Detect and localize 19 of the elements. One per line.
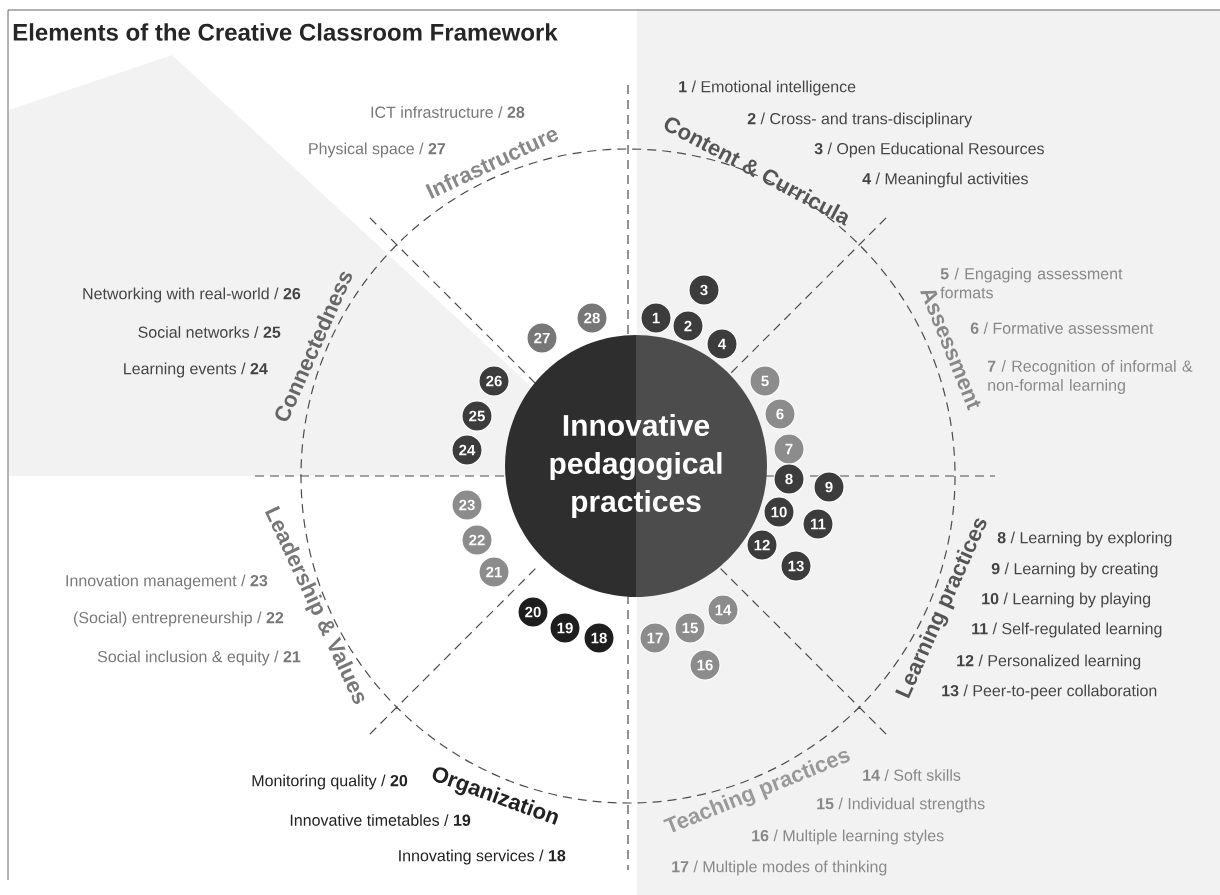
item-label: Learning events / 24 [124,362,268,378]
item-label: 14 / Soft skills [863,769,961,781]
item-label: 11 / Self-regulated learning [972,622,1162,638]
item-label: 3 / Open Educational Resources [814,142,1044,158]
item-label: 7 / Recognition of informal & non-formal learning [987,360,1193,394]
item-label: 2 / Cross- and trans-disciplinary [747,112,973,128]
item-label: 1 / Emotional intelligence [679,80,856,96]
item-label: 17 / Multiple modes of thinking [672,860,887,876]
item-label: 9 / Learning by creating [991,562,1158,578]
item-label: 8 / Learning by exploring [997,531,1172,547]
item-label: 4 / Meaningful activities [862,172,1028,188]
item-label: Innovating services / 18 [399,849,566,865]
title: Elements of the Creative Classroom Framework [13,23,558,41]
item-label: ICT infrastructure / 28 [371,106,525,118]
item-label: Monitoring quality / 20 [252,774,408,790]
item-label: Innovation management / 23 [66,574,268,590]
item-label: Social inclusion & equity / 21 [97,650,301,666]
item-label: 16 / Multiple learning styles [752,829,944,845]
item-label: 12 / Personalized learning [957,654,1141,670]
